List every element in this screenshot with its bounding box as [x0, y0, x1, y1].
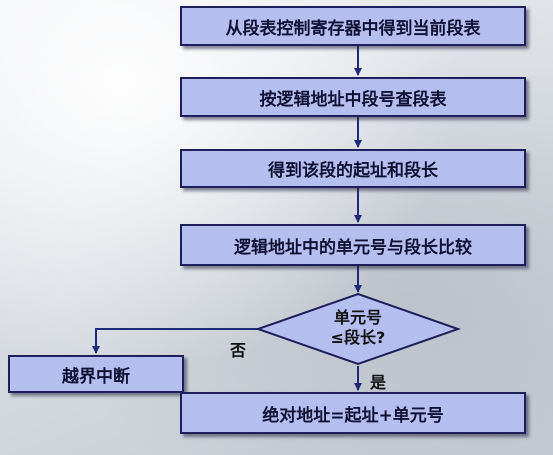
decision-diamond — [254, 292, 462, 366]
step-get-segment-table: 从段表控制寄存器中得到当前段表 — [180, 6, 526, 46]
arrow-decision-no — [92, 328, 258, 354]
step-compare-offset-length: 逻辑地址中的单元号与段长比较 — [180, 224, 526, 266]
out-of-bounds-interrupt: 越界中断 — [8, 355, 184, 393]
decision-text-line2: ≤段长? — [330, 328, 386, 347]
absolute-address-result: 绝对地址=起址+单元号 — [180, 392, 526, 434]
step-lookup-segment-table: 按逻辑地址中段号查段表 — [180, 77, 526, 117]
decision-text-line1: 单元号 — [333, 308, 382, 327]
step-get-base-and-length: 得到该段的起址和段长 — [180, 149, 526, 188]
no-label: 否 — [230, 341, 247, 360]
yes-label: 是 — [370, 373, 387, 392]
